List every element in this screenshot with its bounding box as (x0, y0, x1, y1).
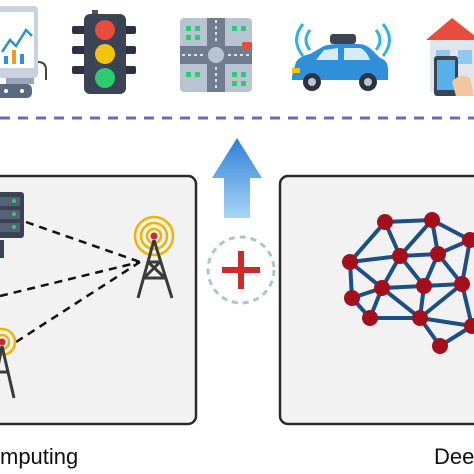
network-node (377, 214, 393, 230)
network-node (392, 248, 408, 264)
network-node (416, 278, 432, 294)
network-links (0, 220, 141, 344)
deep-learning-caption: Dee (434, 444, 474, 469)
deep-learning-panel (278, 174, 474, 426)
cell-tower-icon-2 (0, 327, 17, 399)
network-node (432, 338, 448, 354)
plus-icon (206, 235, 276, 305)
network-node (412, 310, 428, 326)
edge-computing-caption: mputing (0, 444, 79, 469)
network-node (424, 212, 440, 228)
autonomous-car-icon (292, 23, 391, 91)
neural-network-nodes (342, 212, 474, 354)
network-node (342, 254, 358, 270)
up-arrow-icon (212, 138, 262, 218)
intersection-map-icon (180, 18, 252, 92)
network-node (464, 318, 474, 334)
network-node (362, 310, 378, 326)
network-node (374, 280, 390, 296)
computer-monitor-icon (0, 6, 47, 98)
smart-store-icon (426, 18, 474, 96)
cell-tower-icon (133, 215, 175, 299)
network-node (430, 246, 446, 262)
edge-computing-panel (0, 174, 198, 426)
server-rack-icon (0, 192, 24, 258)
network-node (454, 276, 470, 292)
network-node (344, 290, 360, 306)
network-node (462, 232, 474, 248)
traffic-light-icon (72, 10, 136, 94)
